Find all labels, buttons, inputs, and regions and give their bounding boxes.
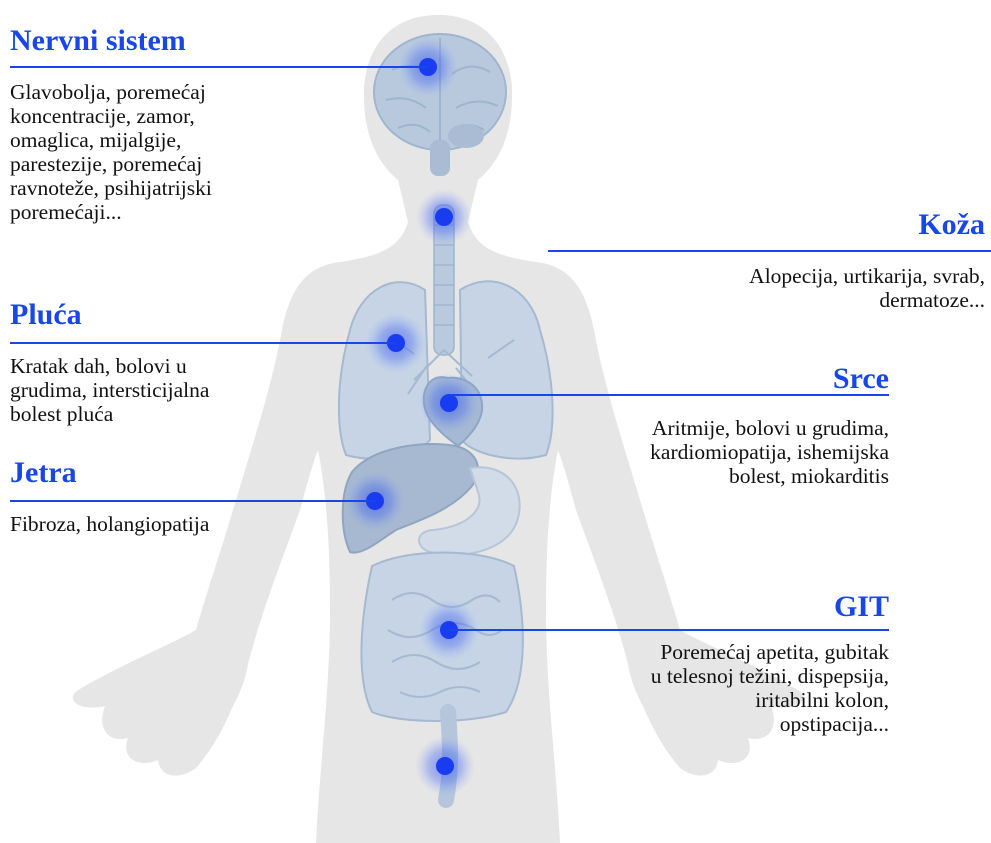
koza-connector-line xyxy=(548,250,991,252)
srce-symptoms: Aritmije, bolovi u grudima, kardiomiopat… xyxy=(569,416,889,488)
jetra-connector-line xyxy=(10,500,375,502)
git-symptoms: Poremećaj apetita, gubitak u telesnoj te… xyxy=(569,640,889,736)
koza-symptoms: Alopecija, urtikarija, svrab, dermatoze.… xyxy=(685,264,985,312)
pluca-connector-line xyxy=(10,342,396,344)
git-connector-line xyxy=(449,629,889,631)
jetra-heading: Jetra xyxy=(10,456,77,490)
nervni-connector-line xyxy=(10,66,428,68)
git-heading: GIT xyxy=(834,590,889,624)
pluca-symptoms: Kratak dah, bolovi u grudima, interstici… xyxy=(10,354,310,426)
marker-lower xyxy=(415,736,475,796)
srce-heading: Srce xyxy=(833,362,889,396)
nervni-sistem-symptoms: Glavobolja, poremećaj koncentracije, zam… xyxy=(10,80,310,224)
jetra-symptoms: Fibroza, holangiopatija xyxy=(10,512,310,536)
koza-heading: Koža xyxy=(918,208,985,242)
srce-connector-line xyxy=(449,394,889,396)
pluca-heading: Pluća xyxy=(10,298,82,332)
nervni-sistem-heading: Nervni sistem xyxy=(10,24,186,58)
marker-neck xyxy=(416,189,472,245)
marker-heart xyxy=(419,373,479,433)
